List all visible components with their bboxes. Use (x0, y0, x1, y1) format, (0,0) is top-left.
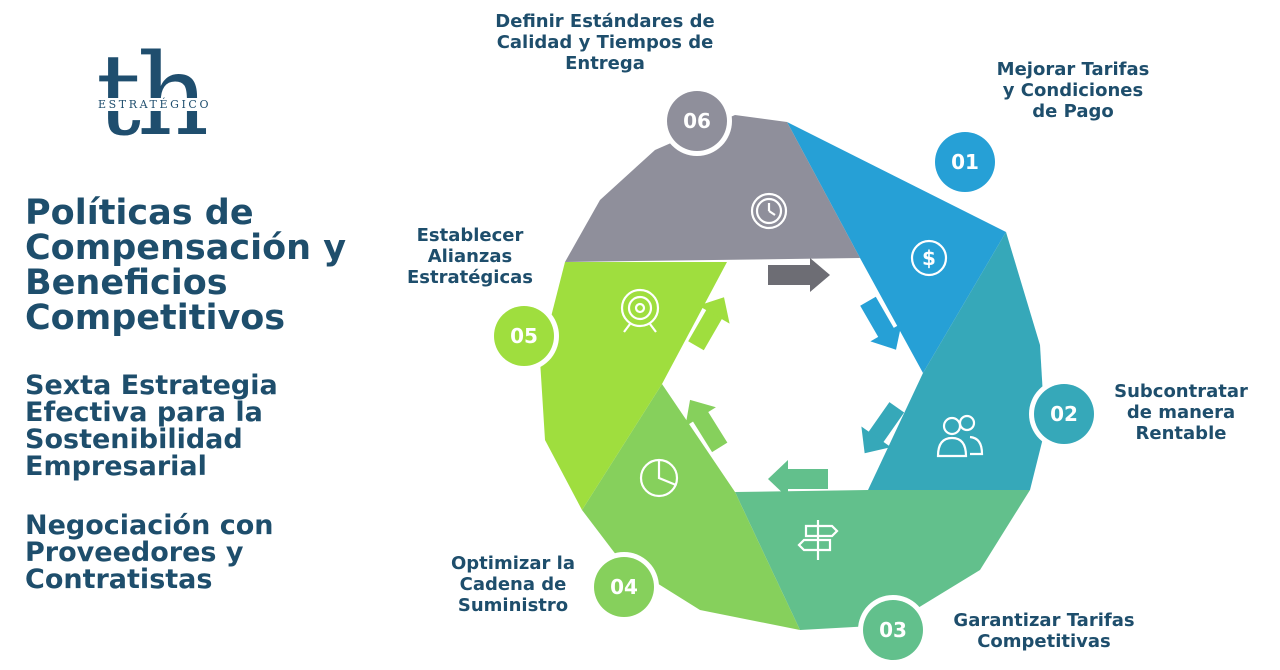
badge-03-number: 03 (879, 618, 907, 642)
badge-03: 03 (858, 595, 928, 665)
arrow-up-right (688, 297, 730, 351)
dollar-icon: $ (910, 239, 948, 277)
arrow-right (768, 258, 830, 292)
segment-06 (565, 115, 860, 262)
step-04-label: Optimizar la Cadena de Suministro (451, 553, 575, 616)
badge-05: 05 (489, 301, 559, 371)
badge-04-number: 04 (610, 575, 638, 599)
people-icon (936, 414, 984, 458)
badge-06-number: 06 (683, 109, 711, 133)
svg-text:$: $ (922, 246, 936, 270)
badge-02-number: 02 (1050, 402, 1078, 426)
badge-02: 02 (1029, 379, 1099, 449)
badge-05-number: 05 (510, 324, 538, 348)
logo-subtitle: ESTRATÉGICO (96, 98, 214, 111)
badge-06: 06 (662, 86, 732, 156)
clock-icon (750, 192, 788, 230)
logo-letters: th (96, 31, 209, 161)
target-icon (620, 288, 660, 333)
signpost-icon (797, 520, 839, 560)
step-02-label: Subcontratar de manera Rentable (1114, 381, 1248, 444)
segment-02 (868, 232, 1045, 490)
arrow-left (768, 460, 828, 498)
badge-04: 04 (589, 552, 659, 622)
arrow-down-left (861, 402, 905, 454)
segment-05 (540, 262, 727, 510)
brand-logo: th ESTRATÉGICO (90, 40, 240, 160)
page-subtitle-secondary: Negociación con Proveedores y Contratist… (25, 510, 274, 595)
badge-01: 01 (930, 127, 1000, 197)
step-03-label: Garantizar Tarifas Competitivas (953, 610, 1135, 652)
step-01-label: Mejorar Tarifas y Condiciones de Pago (996, 59, 1150, 122)
arrow-up-left (685, 399, 728, 453)
pie-chart-icon (639, 458, 679, 498)
page-title: Políticas de Compensación y Beneficios C… (25, 193, 347, 338)
badge-01-number: 01 (951, 150, 979, 174)
step-05-label: Establecer Alianzas Estratégicas (406, 225, 534, 288)
segment-01 (787, 122, 1006, 373)
page-subtitle: Sexta Estrategia Efectiva para la Sosten… (25, 370, 278, 482)
step-06-label: Definir Estándares de Calidad y Tiempos … (495, 11, 715, 74)
arrow-down-right-1 (860, 296, 902, 350)
